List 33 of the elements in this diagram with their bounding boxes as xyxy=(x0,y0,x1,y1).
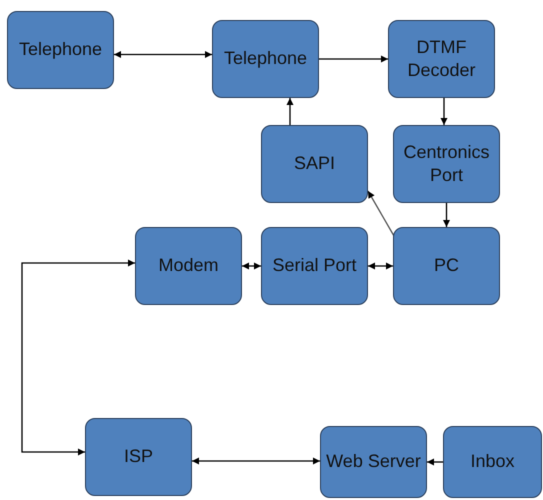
arrow xyxy=(427,458,443,466)
process-box xyxy=(85,418,192,496)
node-label: Modem xyxy=(158,254,219,278)
process-box xyxy=(7,11,114,89)
process-box xyxy=(320,426,427,498)
process-box xyxy=(393,125,500,203)
node-label: PC xyxy=(434,254,459,278)
arrow xyxy=(21,260,135,456)
arrow xyxy=(319,56,388,62)
node-label: Centronics Port xyxy=(402,140,491,187)
process-box xyxy=(393,227,500,305)
arrow xyxy=(367,190,395,236)
node-label: Inbox xyxy=(470,450,515,474)
arrow xyxy=(286,98,294,125)
node-label: Telephone xyxy=(224,47,308,70)
process-box xyxy=(261,125,368,203)
process-box xyxy=(135,227,242,305)
node-label: Web Server xyxy=(326,450,421,474)
process-box xyxy=(261,227,368,305)
arrow xyxy=(368,262,393,270)
arrow xyxy=(192,458,320,464)
process-box xyxy=(212,20,319,98)
process-box xyxy=(388,20,495,98)
node-label: SAPI xyxy=(294,152,336,176)
arrow xyxy=(440,98,448,125)
process-box xyxy=(443,426,542,498)
node-label: ISP xyxy=(124,445,153,468)
node-label: DTMF Decoder xyxy=(406,36,477,82)
arrow xyxy=(114,51,212,58)
arrow xyxy=(242,262,261,270)
node-label: Telephone xyxy=(18,38,102,62)
node-label: Serial Port xyxy=(272,254,357,278)
arrow xyxy=(443,203,450,227)
